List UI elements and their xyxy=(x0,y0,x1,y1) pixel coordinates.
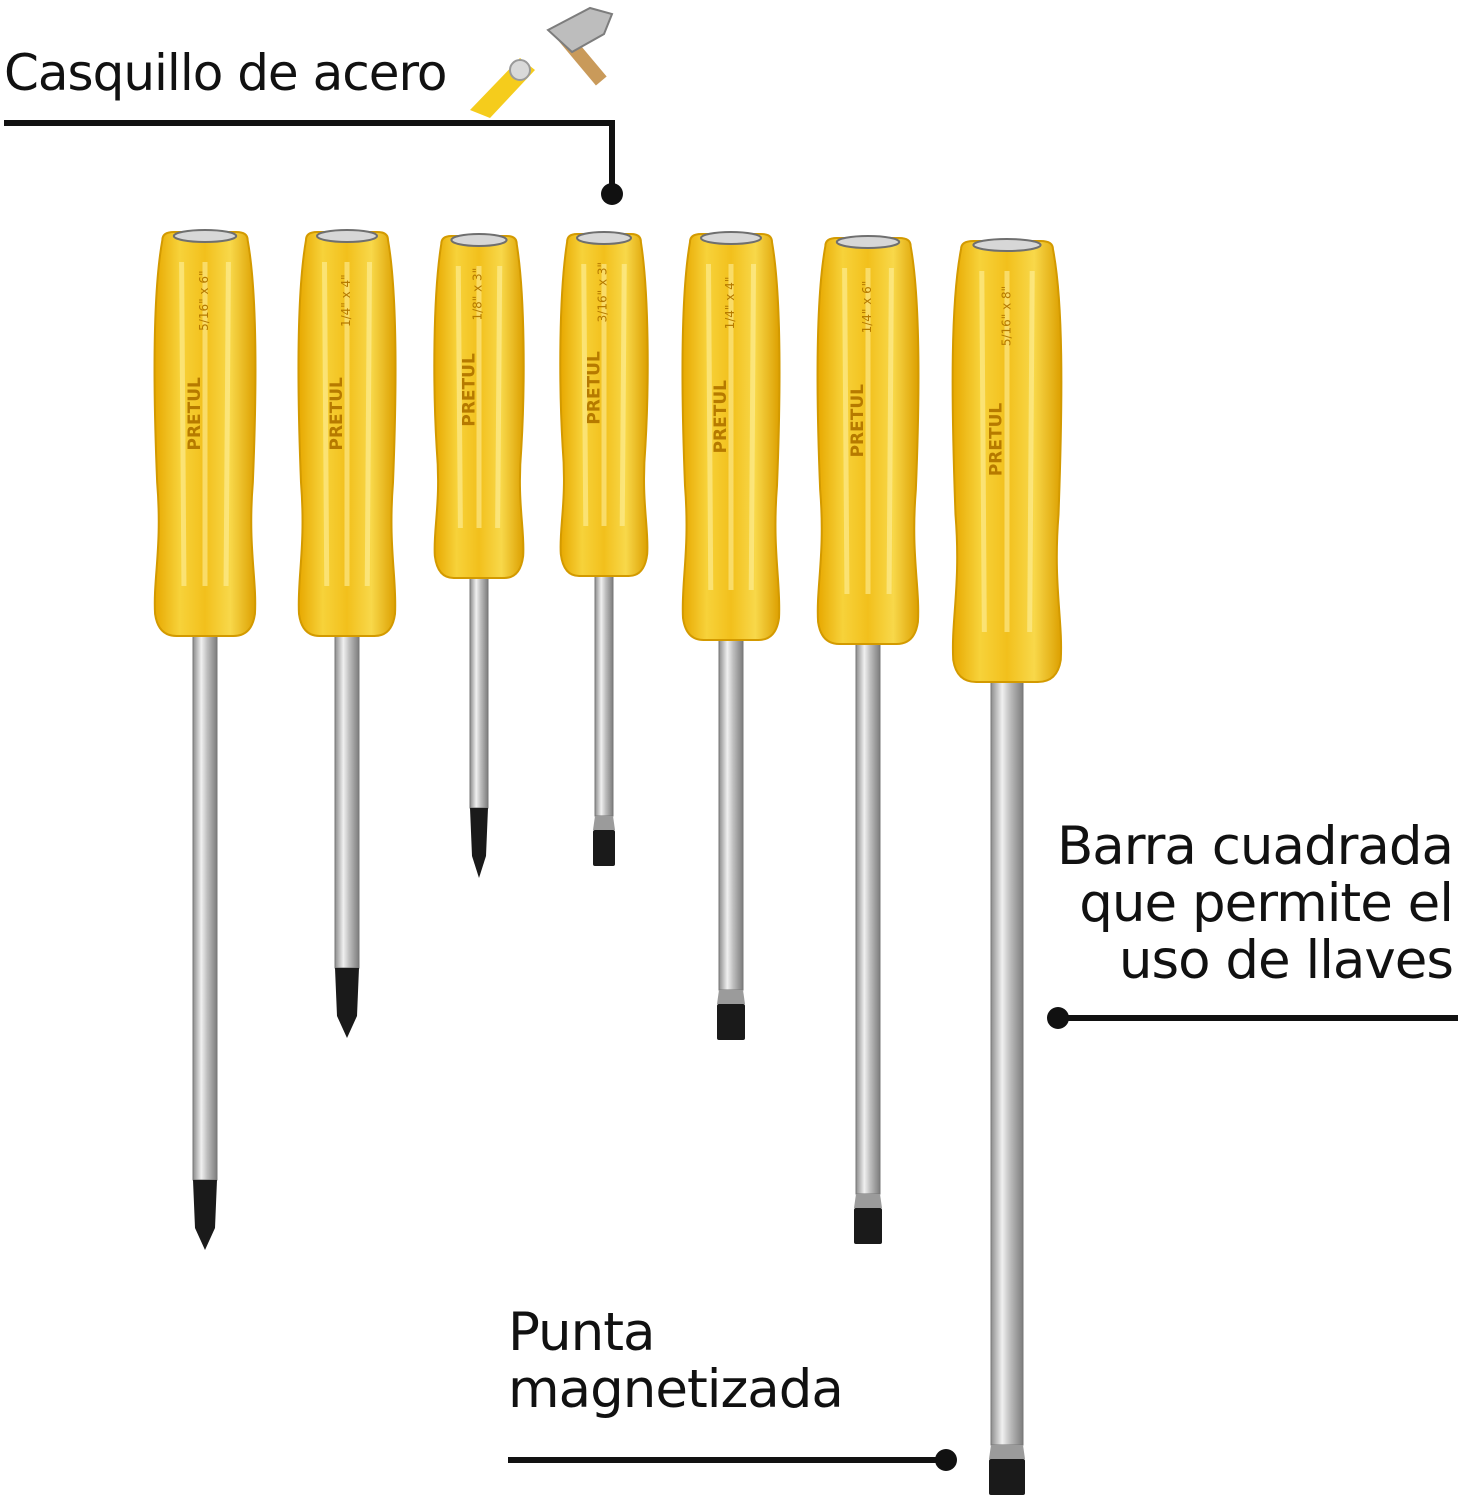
steel-shaft xyxy=(990,671,1024,1446)
slotted-tip xyxy=(717,1004,745,1040)
steel-cap xyxy=(700,231,762,245)
screwdriver: PRETUL 3/16" x 3" xyxy=(559,231,649,866)
slotted-blade xyxy=(593,816,615,830)
size-mark: 5/16" x 6" xyxy=(197,271,211,331)
phillips-tip xyxy=(193,1180,217,1250)
slotted-tip xyxy=(593,830,615,866)
screwdriver: PRETUL 1/4" x 4" xyxy=(681,231,781,1040)
square-bar-line-3: uso de llaves xyxy=(1118,930,1454,992)
slotted-tip xyxy=(989,1459,1025,1495)
steel-cap xyxy=(172,229,238,243)
slotted-blade xyxy=(989,1445,1025,1459)
slotted-blade xyxy=(854,1194,882,1208)
slotted-tip xyxy=(854,1208,882,1244)
square-bar-label: Barra cuadrada que permite el uso de lla… xyxy=(1056,816,1454,992)
brand-label: PRETUL xyxy=(986,403,1006,477)
screwdriver: PRETUL 1/4" x 4" xyxy=(297,229,397,1038)
brand-label: PRETUL xyxy=(459,353,479,427)
brand-label: PRETUL xyxy=(711,380,731,454)
size-mark: 1/4" x 4" xyxy=(339,274,353,327)
steel-shaft xyxy=(192,625,218,1181)
screwdriver: PRETUL 5/16" x 6" xyxy=(153,229,257,1250)
screwdriver: PRETUL 1/8" x 3" xyxy=(433,233,525,878)
steel-cap xyxy=(450,233,508,247)
size-mark: 1/4" x 6" xyxy=(860,281,874,334)
screwdriver: PRETUL 5/16" x 8" xyxy=(951,238,1063,1495)
magnetic-tip-line-1: Punta xyxy=(508,1302,655,1363)
square-bar-line-1: Barra cuadrada xyxy=(1056,816,1454,877)
steel-cap xyxy=(972,238,1042,252)
magnetic-tip-callout-dot xyxy=(935,1449,957,1471)
steel-shaft xyxy=(334,625,360,969)
brand-label: PRETUL xyxy=(585,351,605,425)
steel-cap xyxy=(835,235,901,249)
steel-shaft xyxy=(469,567,489,809)
steel-shaft xyxy=(855,633,881,1195)
hammer-icon xyxy=(470,6,614,118)
size-mark: 3/16" x 3" xyxy=(596,262,610,322)
size-mark: 5/16" x 8" xyxy=(999,286,1013,346)
brand-label: PRETUL xyxy=(185,377,205,451)
screwdriver: PRETUL 1/4" x 6" xyxy=(816,235,920,1244)
phillips-tip xyxy=(335,968,359,1038)
screwdrivers-group: PRETUL 5/16" x 6" PRETUL 1/4" x 4" PRETUL 1/8… xyxy=(153,229,1063,1495)
steel-cap-callout-dot xyxy=(601,183,623,205)
phillips-tip xyxy=(470,808,488,878)
magnetic-tip-label: Punta magnetizada xyxy=(508,1302,844,1421)
magnetic-tip-line-2: magnetizada xyxy=(508,1359,844,1421)
steel-cap-label: Casquillo de acero xyxy=(4,44,448,102)
brand-label: PRETUL xyxy=(327,377,347,451)
steel-cap xyxy=(316,229,378,243)
slotted-blade xyxy=(717,990,745,1004)
square-bar-line-2: que permite el xyxy=(1079,873,1454,935)
steel-cap xyxy=(576,231,632,245)
square-bar-callout-dot xyxy=(1047,1007,1069,1029)
steel-shaft xyxy=(594,565,614,817)
size-mark: 1/4" x 4" xyxy=(723,277,737,330)
brand-label: PRETUL xyxy=(848,384,868,458)
steel-shaft xyxy=(718,629,744,991)
size-mark: 1/8" x 3" xyxy=(471,268,485,321)
steel-cap-callout-line xyxy=(4,120,615,194)
